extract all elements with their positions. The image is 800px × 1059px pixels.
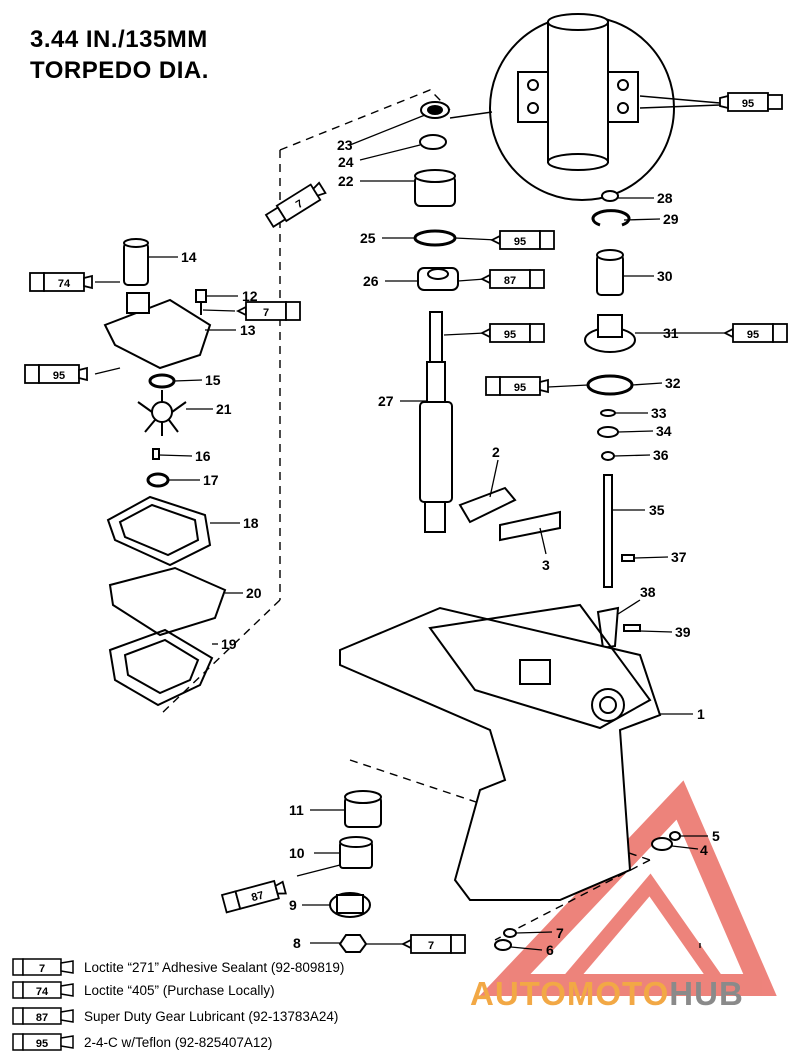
sealant-tube-label: 7 [428, 940, 434, 952]
legend-code: 87 [36, 1012, 48, 1024]
callout-30: 30 [657, 268, 673, 284]
watermark-logo-part2: HUB [669, 975, 744, 1012]
callout-36: 36 [653, 447, 669, 463]
callout-16: 16 [195, 448, 211, 464]
callout-33: 33 [651, 405, 667, 421]
legend-code: 95 [36, 1038, 48, 1050]
sealant-tube-label: 95 [53, 370, 65, 382]
sealant-tube-label: 95 [514, 382, 526, 394]
callout-8: 8 [293, 935, 301, 951]
callout-27: 27 [378, 393, 394, 409]
watermark-logo-triangle [479, 780, 777, 996]
callout-38: 38 [640, 584, 656, 600]
callout-3: 3 [542, 557, 550, 573]
callout-25: 25 [360, 230, 376, 246]
callout-13: 13 [240, 322, 256, 338]
diagram-title-line2: TORPEDO DIA. [30, 57, 209, 84]
sealant-tube: 7 [235, 301, 301, 321]
sealant-tube-label: 87 [250, 889, 265, 904]
callout-5: 5 [712, 828, 720, 844]
watermark-logo: AUTOMOTOHUB [470, 975, 744, 1013]
legend-text: Loctite “405” (Purchase Locally) [84, 982, 275, 998]
sealant-tube-label: 74 [58, 278, 71, 290]
callout-32: 32 [665, 375, 681, 391]
sealant-tube: 95 [489, 230, 555, 250]
sealant-tube: 95 [719, 92, 783, 112]
legend-item: 7 Loctite “271” Adhesive Sealant (92-809… [12, 956, 344, 978]
sealant-tube: 87 [479, 269, 545, 289]
sealant-tube-icon: 95 [12, 1033, 74, 1051]
callout-23: 23 [337, 137, 353, 153]
callout-24: 24 [338, 154, 354, 170]
sealant-tube-label: 7 [263, 307, 269, 319]
callout-15: 15 [205, 372, 221, 388]
sealant-tube-label: 95 [742, 98, 754, 110]
callout-39: 39 [675, 624, 691, 640]
sealant-tube: 95 [722, 323, 788, 343]
callout-4: 4 [700, 842, 708, 858]
sealant-tube: 7 [264, 181, 327, 228]
sealant-tube: 74 [29, 272, 93, 292]
sealant-tube-label: 7 [294, 198, 306, 211]
detail-magnifier [449, 13, 721, 201]
callout-34: 34 [656, 423, 672, 439]
callout-35: 35 [649, 502, 665, 518]
legend-text: Loctite “271” Adhesive Sealant (92-80981… [84, 959, 345, 975]
callout-22: 22 [338, 173, 354, 189]
sealant-tube-icon: 74 [12, 981, 74, 999]
callout-6: 6 [546, 942, 554, 958]
callout-17: 17 [203, 472, 219, 488]
legend-item: 74 Loctite “405” (Purchase Locally) [12, 979, 275, 1001]
watermark-logo-part1: AUTOMOTO [470, 975, 670, 1012]
callout-10: 10 [289, 845, 305, 861]
legend-code: 74 [36, 986, 49, 998]
callout-1: 1 [697, 706, 705, 722]
callout-12: 12 [242, 288, 258, 304]
sealant-tube-label: 95 [514, 236, 526, 248]
sealant-tube-label: 87 [504, 275, 516, 287]
callout-21: 21 [216, 401, 232, 417]
sealant-tube: 87 [220, 879, 287, 914]
legend-item: 95 2-4-C w/Teflon (92-825407A12) [12, 1031, 272, 1053]
sealant-tube: 95 [479, 323, 545, 343]
sealant-tube-icon: 7 [12, 958, 74, 976]
callout-20: 20 [246, 585, 262, 601]
legend-text: 2-4-C w/Teflon (92-825407A12) [84, 1034, 273, 1050]
callout-14: 14 [181, 249, 197, 265]
callout-19: 19 [221, 636, 237, 652]
callout-31: 31 [663, 325, 679, 341]
parts [103, 101, 681, 953]
callout-28: 28 [657, 190, 673, 206]
diagram-title-line1: 3.44 IN./135MM [30, 26, 208, 53]
legend-code: 7 [39, 963, 45, 975]
callout-26: 26 [363, 273, 379, 289]
callout-2: 2 [492, 444, 500, 460]
legend-item: 87 Super Duty Gear Lubricant (92-13783A2… [12, 1005, 338, 1027]
legend-text: Super Duty Gear Lubricant (92-13783A24) [84, 1008, 339, 1024]
sealant-tube: 95 [485, 376, 549, 396]
callout-7: 7 [556, 925, 564, 941]
sealant-tube-label: 95 [747, 329, 759, 341]
callout-11: 11 [289, 802, 304, 818]
sealant-tube: 7 [400, 934, 466, 954]
callout-29: 29 [663, 211, 679, 227]
sealant-tube-label: 95 [504, 329, 516, 341]
sealant-tubes: 95 7 74 7 95 95 87 95 [24, 92, 788, 954]
callout-37: 37 [671, 549, 687, 565]
sealant-tube: 95 [24, 364, 88, 384]
callout-9: 9 [289, 897, 297, 913]
sealant-tube-icon: 87 [12, 1007, 74, 1025]
callout-18: 18 [243, 515, 259, 531]
